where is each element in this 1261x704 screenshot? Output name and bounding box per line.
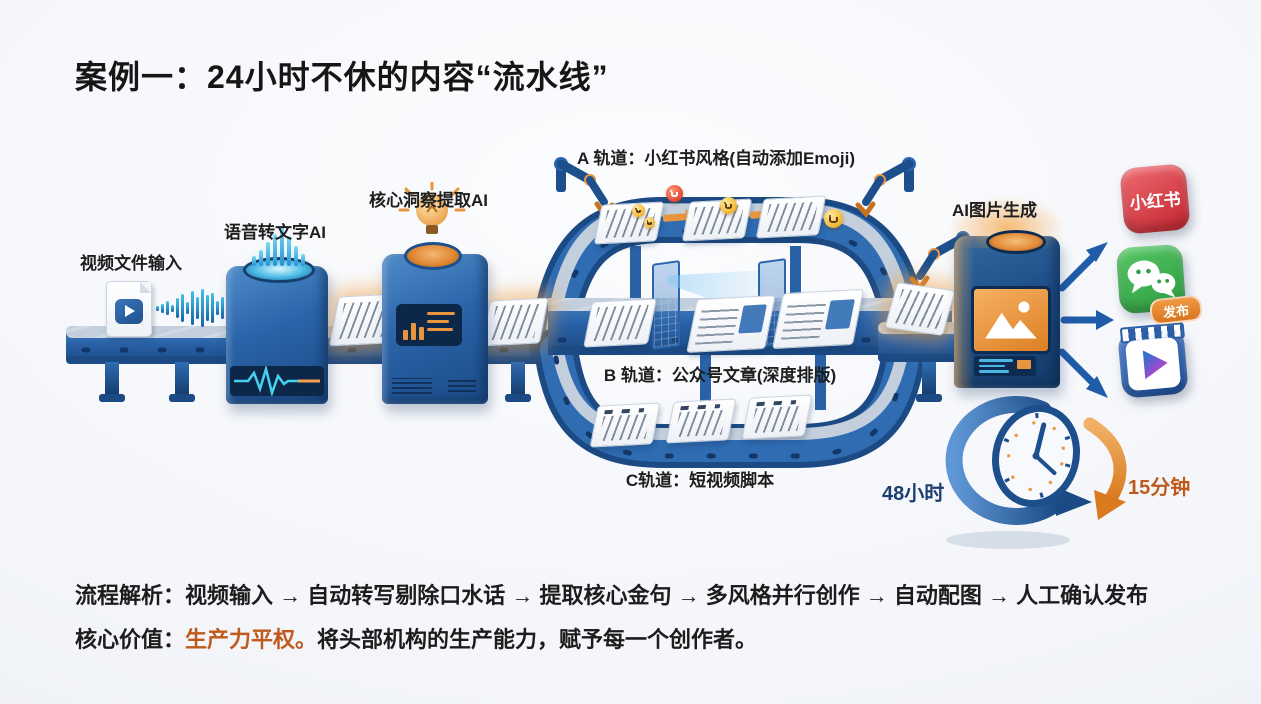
spectrum-bars-icon [252, 220, 312, 266]
short-video-app-icon [1117, 322, 1189, 399]
document-item [884, 282, 956, 336]
image-icon [985, 301, 1037, 339]
process-text: 视频输入 → 自动转写剔除口水话 → 提取核心金句 → 多风格并行创作 → 自动… [185, 583, 1149, 608]
lightbulb-icon [396, 180, 468, 253]
document-item [681, 198, 753, 242]
label-track-b: B 轨道：公众号文章(深度排版) [603, 366, 837, 385]
document-item [755, 195, 827, 239]
label-insight-extract: 核心洞察提取AI [369, 191, 488, 210]
document-item [772, 288, 864, 350]
emoji-icon [824, 209, 843, 228]
scanner-panel [652, 260, 680, 350]
publish-badge-label: 发布 [1162, 302, 1190, 320]
process-analysis-line: 流程解析：视频输入 → 自动转写剔除口水话 → 提取核心金句 → 多风格并行创作… [75, 578, 1148, 610]
portal-icon [986, 230, 1046, 254]
control-panel [974, 356, 1036, 376]
value-rest: 将头部机构的生产能力，赋予每一个创作者。 [317, 627, 758, 652]
page-fold [140, 282, 151, 293]
wechat-app-icon [1115, 243, 1187, 315]
label-track-a: A 轨道：小红书风格(自动添加Emoji) [577, 149, 855, 168]
document-item [481, 297, 549, 347]
document-item [583, 298, 657, 348]
insight-extract-machine [382, 180, 488, 404]
label-video-input: 视频文件输入 [80, 254, 182, 273]
xiaohongshu-app-icon: 小红书 [1119, 163, 1191, 235]
track-c-belt [534, 328, 926, 468]
robot-arm-icon [858, 157, 916, 214]
value-highlight: 生产力平权。 [185, 627, 318, 652]
emoji-icon [666, 185, 683, 202]
play-icon [115, 299, 143, 324]
core-value-line: 核心价值：生产力平权。将头部机构的生产能力，赋予每一个创作者。 [75, 622, 757, 654]
funnel-icon [404, 242, 462, 270]
speech-to-text-machine [226, 257, 328, 404]
chat-bubbles-icon [1127, 260, 1176, 298]
process-label: 流程解析： [75, 583, 186, 608]
image-gen-machine [948, 196, 1066, 388]
document-item [686, 294, 776, 354]
image-screen [971, 286, 1051, 354]
time-after: 15分钟 [1128, 477, 1191, 499]
video-file-icon [106, 281, 152, 337]
page-title: 案例一：24小时不休的内容“流水线” [75, 59, 609, 95]
analysis-screen [396, 304, 462, 346]
label-speech-to-text: 语音转文字AI [224, 223, 326, 242]
label-image-gen: AI图片生成 [952, 201, 1037, 220]
value-label: 核心价值： [75, 627, 186, 652]
pulse-display [230, 364, 324, 398]
output-arrows [1058, 242, 1114, 398]
document-item [665, 398, 737, 444]
emoji-icon [720, 197, 737, 214]
emoji-icon [632, 204, 645, 217]
label-track-c: C轨道：短视频脚本 [625, 471, 775, 490]
document-item [589, 402, 661, 448]
clock-icon [945, 395, 1127, 549]
document-item [741, 394, 813, 440]
xiaohongshu-label: 小红书 [1128, 189, 1182, 213]
time-before: 48小时 [882, 483, 945, 505]
emoji-icon [644, 217, 655, 228]
light-tint [954, 236, 974, 388]
